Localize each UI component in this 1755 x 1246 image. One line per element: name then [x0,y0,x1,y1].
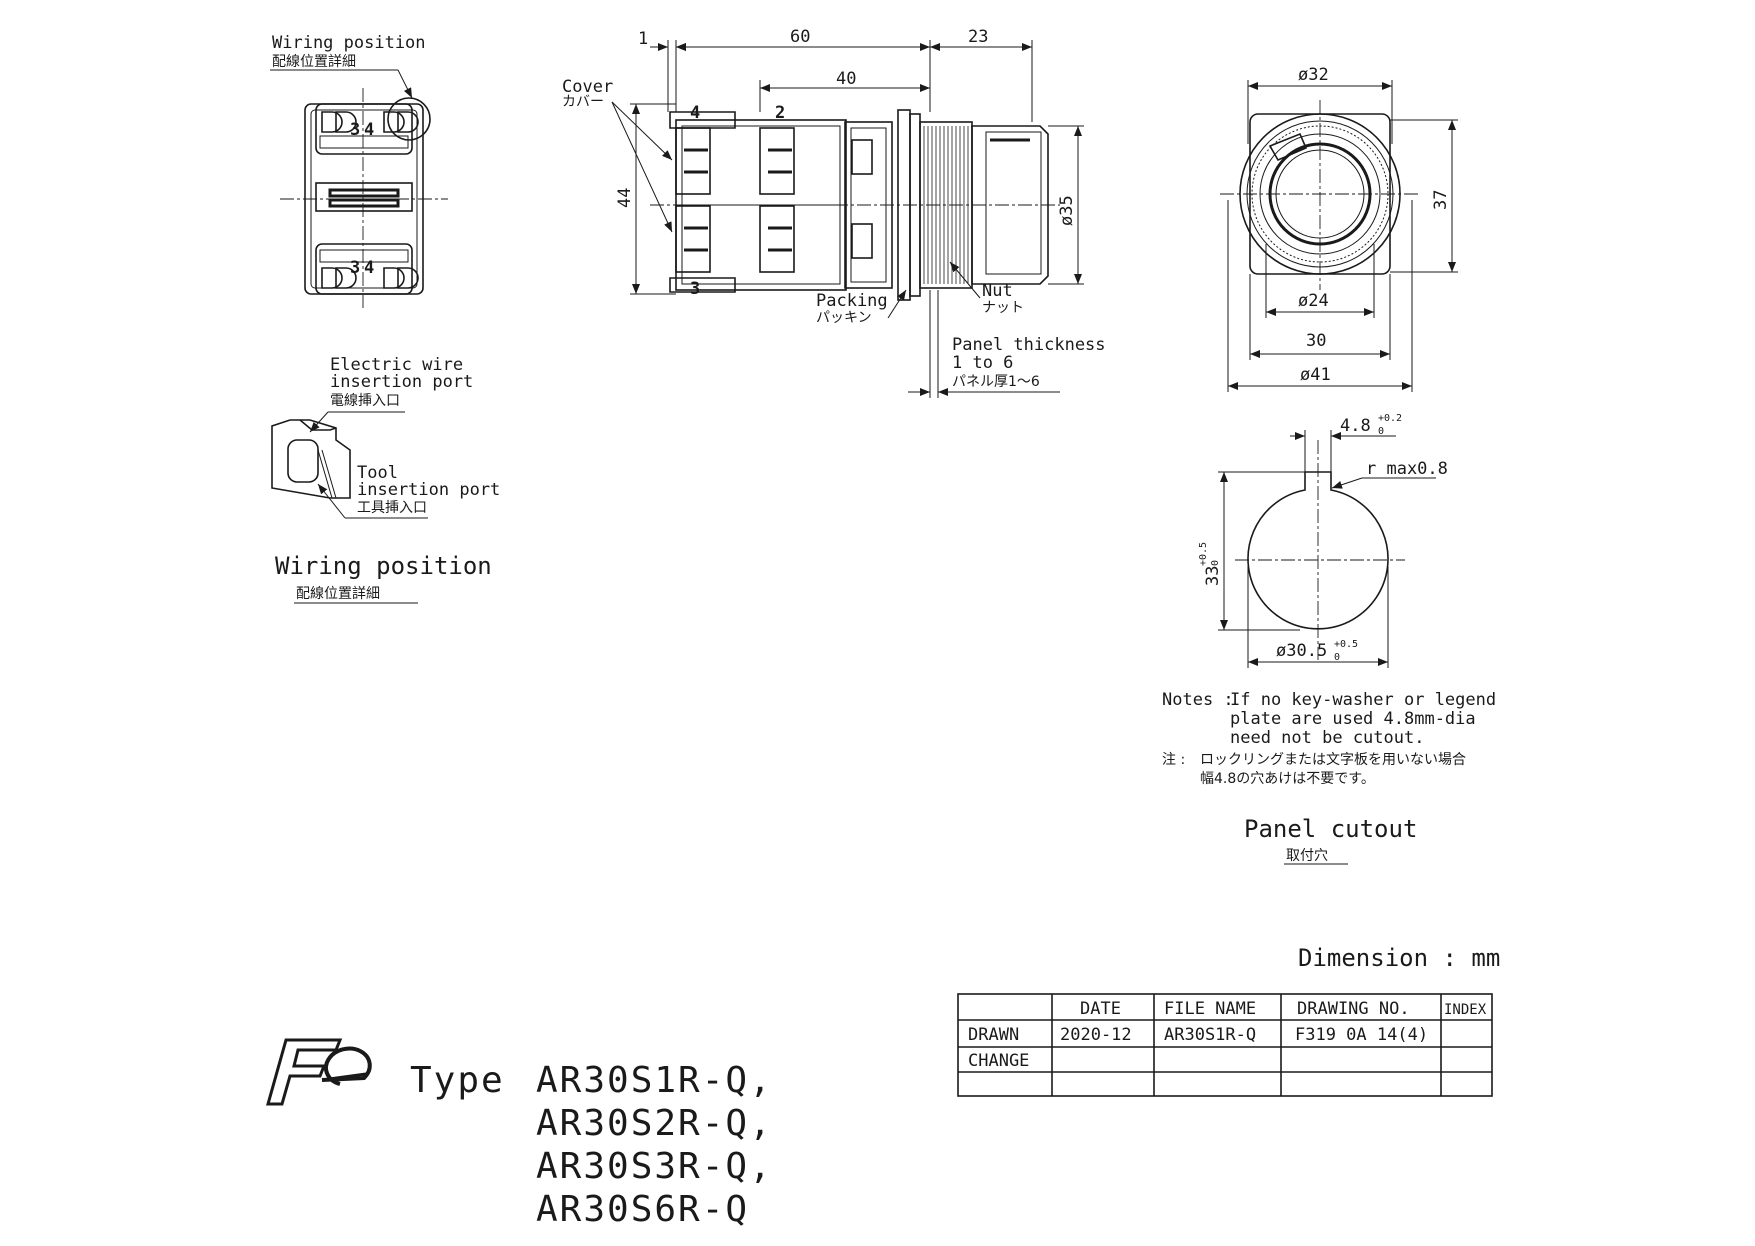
wiring-position-caption-jp: 配線位置詳細 [296,586,380,602]
tool-port-label-1: Tool [357,463,398,483]
nut-label: Nut [982,281,1013,301]
rear-terminal-4-bottom: 4 [364,258,374,278]
cut-dia-tol-upper: +0.5 [1334,639,1358,650]
wiring-position-caption: Wiring position [275,552,492,580]
tb-header-date: DATE [1080,999,1121,1019]
slot-width: 4.8 [1340,416,1371,436]
cut-height: 33 [1203,566,1223,586]
cut-height-tol-lower: 0 [1210,560,1221,566]
panel-cutout-caption: Panel cutout [1244,815,1417,843]
cut-height-tol-upper: +0.5 [1198,542,1209,566]
tool-port-label-2: insertion port [357,480,500,500]
dim-32: ø32 [1298,65,1329,85]
wiring-position-title-jp: 配線位置詳細 [272,54,356,70]
rear-terminal-4-top: 4 [364,120,374,140]
panel-thickness-range: 1 to 6 [952,353,1013,373]
notes-line-1: If no key-washer or legend [1230,690,1496,710]
wire-port-label-1: Electric wire [330,355,463,375]
tb-drawn-drawing-no: F319 0A 14(4) [1295,1025,1428,1045]
packing-label: Packing [816,291,888,311]
r-max: r max0.8 [1366,459,1448,479]
tb-drawn-file: AR30S1R-Q [1164,1025,1256,1045]
slot-tol-lower: 0 [1378,426,1384,437]
dim-35: ø35 [1057,195,1077,226]
notes-line-2: plate are used 4.8mm-dia [1230,709,1476,729]
cover-label-jp: カバー [562,94,604,110]
dim-1: 1 [638,29,648,49]
notes-jp-line-2: 幅4.8の穴あけは不要です。 [1200,771,1375,787]
dimension-unit: Dimension : mm [1298,944,1500,972]
type-prefix: Type [410,1060,505,1101]
rear-terminal-3-bottom: 3 [350,258,360,278]
side-terminal-3: 3 [690,279,700,299]
notes-jp-label: 注 : [1162,752,1185,768]
type-block: Type AR30S1R-Q, AR30S2R-Q, AR30S3R-Q, AR… [410,1060,773,1230]
wiring-position-title: Wiring position [272,33,426,53]
tb-header-file-name: FILE NAME [1164,999,1256,1019]
side-terminal-2: 2 [775,103,785,123]
title-block: DATE FILE NAME DRAWING NO. INDEX DRAWN 2… [957,993,1493,1097]
cut-dia-tol-lower: 0 [1334,652,1340,663]
panel-cutout-caption-jp: 取付穴 [1286,848,1328,864]
type-model-1: AR30S1R-Q, [536,1060,773,1101]
cut-dia: ø30.5 [1276,641,1327,661]
dim-60: 60 [790,27,810,47]
rear-view: 3 4 3 4 Wiring position 配線位置詳細 [270,33,448,308]
tb-row-change: CHANGE [968,1051,1029,1071]
notes-label: Notes : [1162,690,1234,710]
tb-header-index: INDEX [1444,1002,1487,1018]
tb-drawn-date: 2020-12 [1060,1025,1132,1045]
dim-37: 37 [1431,190,1451,210]
nut-label-jp: ナット [982,300,1024,316]
tb-row-drawn: DRAWN [968,1025,1019,1045]
front-view: ø32 37 ø24 30 ø41 [1220,65,1458,392]
rear-terminal-3-top: 3 [350,120,360,140]
panel-thickness-label: Panel thickness [952,335,1106,355]
notes-line-3: need not be cutout. [1230,728,1424,748]
fe-logo [266,1038,372,1106]
wire-port-detail: Electric wire insertion port 電線挿入口 Tool … [271,355,500,604]
dim-30: 30 [1306,331,1326,351]
dim-40: 40 [836,69,856,89]
dim-41: ø41 [1300,365,1331,385]
dim-24: ø24 [1298,291,1329,311]
notes-jp-line-1: ロックリングまたは文字板を用いない場合 [1200,752,1466,768]
panel-cutout: 4.8 +0.2 0 r max0.8 33 +0.5 0 ø30.5 +0.5… [1162,413,1496,865]
side-terminal-4: 4 [690,103,700,123]
packing-label-jp: パッキン [816,310,872,326]
slot-tol-upper: +0.2 [1378,413,1402,424]
dim-44: 44 [615,188,635,208]
side-view: 4 2 3 1 60 23 40 44 ø35 Cover カバー [562,27,1106,398]
tb-header-drawing-no: DRAWING NO. [1297,999,1410,1019]
wire-port-label-jp: 電線挿入口 [330,393,400,409]
type-model-4: AR30S6R-Q [536,1189,749,1230]
tool-port-label-jp: 工具挿入口 [357,500,427,516]
wire-port-label-2: insertion port [330,372,473,392]
dim-23: 23 [968,27,988,47]
panel-thickness-jp: パネル厚1～6 [952,374,1040,390]
type-model-2: AR30S2R-Q, [536,1103,773,1144]
type-model-3: AR30S3R-Q, [536,1146,773,1187]
cover-label: Cover [562,77,613,97]
